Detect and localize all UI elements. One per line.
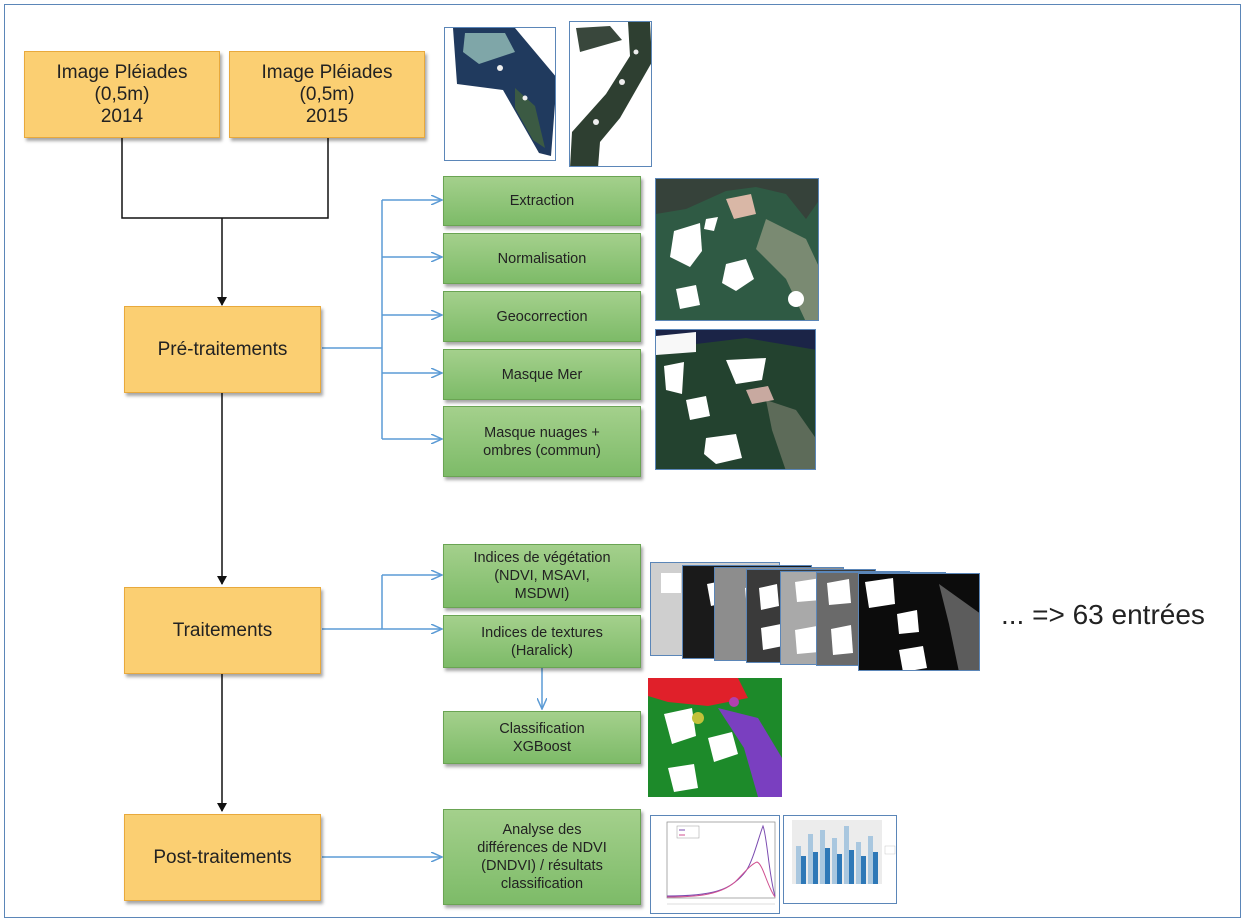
result-text: ... => 63 entrées bbox=[1001, 599, 1205, 630]
diagram-frame bbox=[4, 4, 1241, 918]
step-classification: Classification XGBoost bbox=[443, 711, 641, 764]
classification-map bbox=[648, 678, 782, 797]
step-indices-textures: Indices de textures (Haralick) bbox=[443, 615, 641, 668]
step-indices-vegetation: Indices de végétation (NDVI, MSAVI, MSDW… bbox=[443, 544, 641, 608]
step-normalisation: Normalisation bbox=[443, 233, 641, 284]
step-label: Normalisation bbox=[497, 250, 587, 267]
step-masque-nuages: Masque nuages + ombres (commun) bbox=[443, 406, 641, 477]
index-layer-7 bbox=[858, 573, 980, 671]
stage-pretraitements: Pré-traitements bbox=[124, 306, 321, 393]
input-year: 2014 bbox=[100, 105, 144, 127]
step-label: Indices de végétation (NDVI, MSAVI, MSDW… bbox=[473, 550, 611, 602]
input-merge-line bbox=[121, 138, 329, 219]
stage-label: Post-traitements bbox=[153, 846, 292, 868]
input-resolution: (0,5m) bbox=[94, 83, 150, 105]
step-label: Masque nuages + ombres (commun) bbox=[483, 424, 601, 459]
input-title: Image Pléiades bbox=[56, 61, 188, 83]
step-analyse: Analyse des différences de NDVI (DNDVI) … bbox=[443, 809, 641, 905]
step-label: Analyse des différences de NDVI (DNDVI) … bbox=[477, 822, 607, 892]
step-label: Geocorrection bbox=[496, 308, 588, 325]
satellite-thumbnail-2014 bbox=[444, 27, 556, 161]
stage-posttraitements: Post-traitements bbox=[124, 814, 321, 901]
step-label: Classification XGBoost bbox=[499, 720, 585, 755]
ndvi-density-plot bbox=[650, 815, 780, 914]
input-resolution: (0,5m) bbox=[299, 83, 355, 105]
stage-label: Traitements bbox=[172, 619, 273, 641]
step-label: Extraction bbox=[509, 193, 575, 209]
stage-label: Pré-traitements bbox=[157, 338, 288, 360]
step-label: Indices de textures (Haralick) bbox=[481, 624, 603, 659]
step-label: Masque Mer bbox=[501, 366, 583, 383]
step-geocorrection: Geocorrection bbox=[443, 291, 641, 342]
classification-bar-chart bbox=[783, 815, 897, 904]
input-box-2015: Image Pléiades(0,5m)2015 bbox=[229, 51, 425, 138]
masked-image-2014 bbox=[655, 178, 819, 321]
input-title: Image Pléiades bbox=[261, 61, 393, 83]
step-extraction: Extraction bbox=[443, 176, 641, 226]
step-masque-mer: Masque Mer bbox=[443, 349, 641, 400]
input-box-2014: Image Pléiades(0,5m)2014 bbox=[24, 51, 220, 138]
stage-traitements: Traitements bbox=[124, 587, 321, 674]
masked-image-2015 bbox=[655, 329, 816, 470]
satellite-thumbnail-2015 bbox=[569, 21, 652, 167]
input-year: 2015 bbox=[305, 105, 349, 127]
